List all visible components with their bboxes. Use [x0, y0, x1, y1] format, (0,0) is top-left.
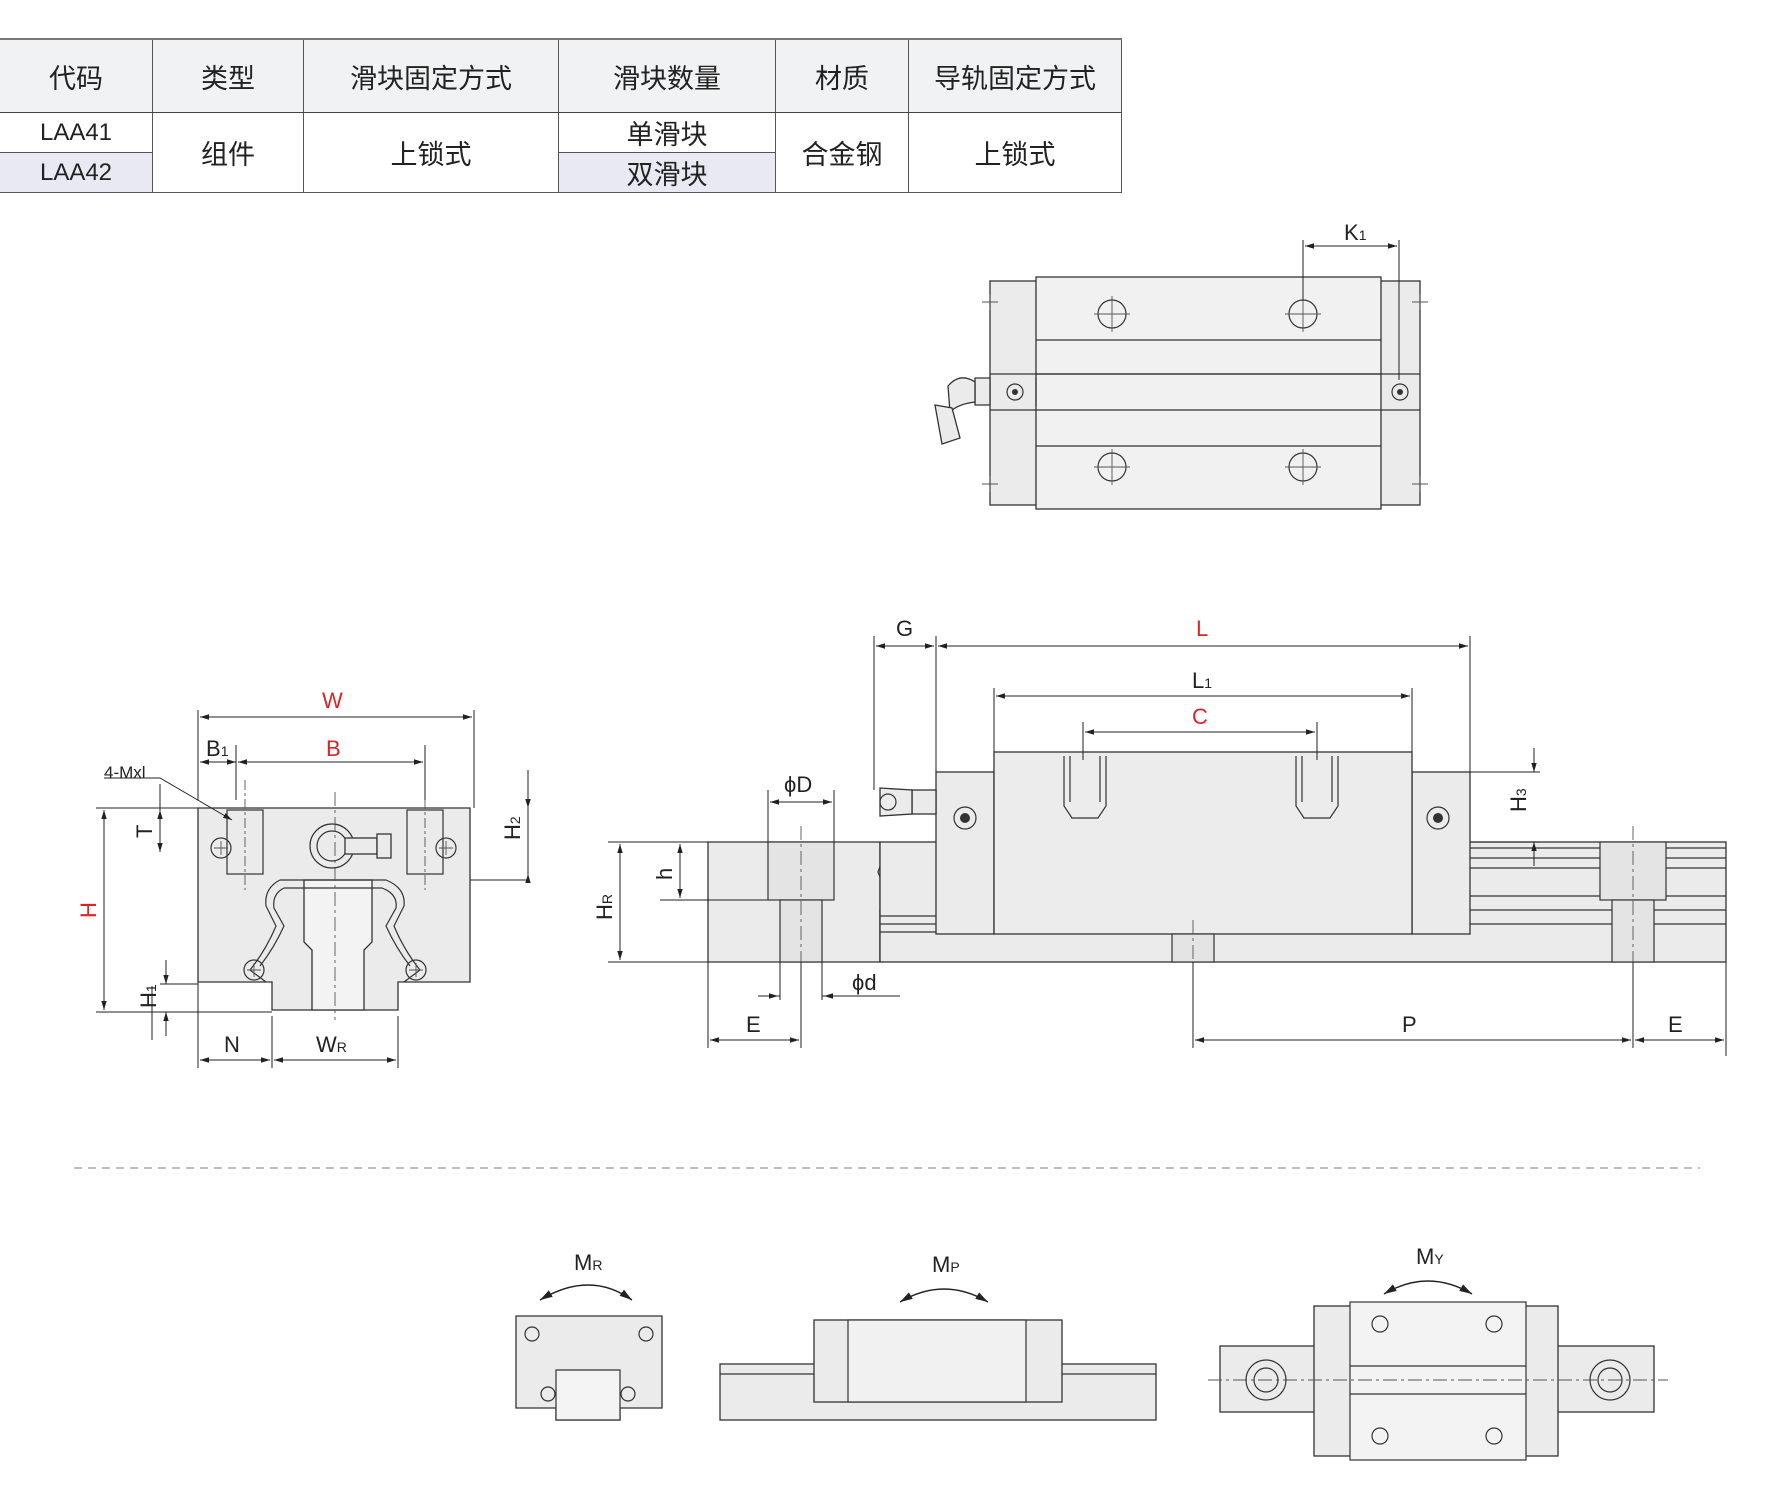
label-mp: MP [932, 1252, 960, 1277]
label-c: C [1192, 704, 1208, 729]
label-mr: MR [574, 1250, 602, 1275]
label-k1: K1 [1344, 220, 1367, 245]
header-type: 类型 [152, 38, 304, 113]
block-fixing-cell: 上锁式 [303, 112, 559, 193]
label-h1: H1 [136, 984, 161, 1008]
side-view: G L L1 C H3 ϕD h HR ϕd E P E [592, 616, 1727, 1056]
label-my: MY [1416, 1244, 1444, 1269]
label-p: P [1402, 1012, 1417, 1037]
label-n: N [224, 1032, 240, 1057]
label-w: W [322, 688, 343, 713]
label-hr: HR [592, 894, 617, 920]
header-rail-fixing: 导轨固定方式 [908, 38, 1122, 113]
label-e-right: E [1668, 1012, 1683, 1037]
label-b1: B1 [206, 736, 229, 761]
label-l1: L1 [1192, 668, 1212, 693]
code-cell: LAA42 [0, 152, 153, 193]
label-phi-d-small: ϕd [852, 970, 877, 995]
table-row: LAA41 组件 上锁式 单滑块 合金钢 上锁式 [0, 112, 1122, 193]
table-row: LAA42 双滑块 [0, 152, 1122, 193]
code-cell: LAA41 [0, 112, 153, 153]
label-wr: WR [316, 1032, 347, 1057]
label-4-mxl: 4-Mxl [104, 763, 146, 782]
front-view: W B1 B 4-Mxl T H2 H H1 N WR [76, 688, 531, 1068]
type-cell: 组件 [152, 112, 304, 193]
moment-mr: MR [515, 1250, 663, 1421]
label-l: L [1196, 616, 1208, 641]
header-material: 材质 [775, 38, 909, 113]
label-h-small: h [652, 868, 677, 880]
header-code: 代码 [0, 38, 153, 113]
label-h3: H3 [1506, 788, 1531, 812]
spec-table: 代码 类型 滑块固定方式 滑块数量 材质 导轨固定方式 LAA41 组件 上锁式… [0, 38, 1122, 193]
grease-nipple-top [934, 377, 991, 445]
moment-mp: MP [719, 1252, 1157, 1421]
block-count-cell: 单滑块 [558, 112, 776, 153]
label-h2: H2 [500, 816, 525, 840]
table-header-row: 代码 类型 滑块固定方式 滑块数量 材质 导轨固定方式 [0, 38, 1122, 113]
grease-nipple-front [309, 823, 392, 869]
label-phi-d: ϕD [784, 772, 812, 797]
material-cell: 合金钢 [775, 112, 909, 193]
header-block-fixing: 滑块固定方式 [303, 38, 559, 113]
header-block-count: 滑块数量 [558, 38, 776, 113]
label-b: B [326, 736, 341, 761]
label-t: T [132, 825, 157, 838]
label-e-left: E [746, 1012, 761, 1037]
top-view: K1 [934, 220, 1428, 510]
moment-my: MY [1208, 1244, 1668, 1461]
label-h: H [76, 902, 101, 918]
block-count-cell: 双滑块 [558, 152, 776, 193]
rail-fixing-cell: 上锁式 [908, 112, 1122, 193]
label-g: G [896, 616, 913, 641]
